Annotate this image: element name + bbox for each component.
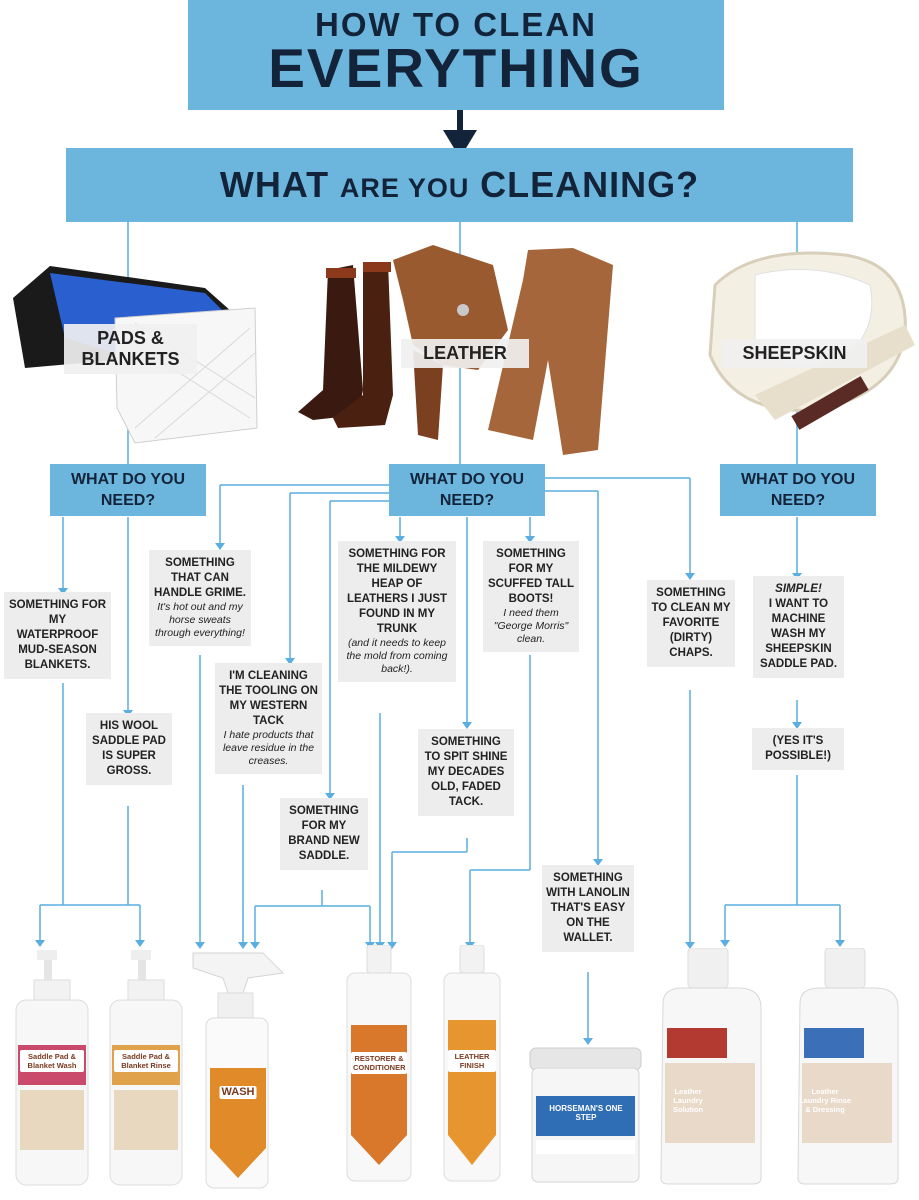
- option-handle-grime: SOMETHING THAT CAN HANDLE GRIME. It's ho…: [149, 550, 251, 646]
- title-line-1: HOW TO CLEAN: [315, 6, 597, 43]
- option-western-tooling: I'M CLEANING THE TOOLING ON MY WESTERN T…: [215, 663, 322, 774]
- title-banner: HOW TO CLEAN EVERYTHING: [188, 0, 724, 110]
- option-lanolin: SOMETHING WITH LANOLIN THAT'S EASY ON TH…: [542, 865, 634, 952]
- product-label-laundry-rinse: Leather Laundry Rinse & Dressing: [798, 1087, 852, 1114]
- product-label-saddle-pad-rinse: Saddle Pad & Blanket Rinse: [114, 1050, 178, 1072]
- product-leather-laundry-rinse: [797, 948, 899, 1185]
- product-label-laundry-solution: Leather Laundry Solution: [673, 1087, 703, 1114]
- category-sheepskin: SHEEPSKIN: [722, 339, 867, 368]
- option-brand-new-saddle: SOMETHING FOR MY BRAND NEW SADDLE.: [280, 798, 368, 870]
- need-banner-pads: WHAT DO YOU NEED?: [50, 464, 206, 516]
- category-pads-blankets: PADS & BLANKETS: [64, 324, 197, 374]
- title-line-2: EVERYTHING: [268, 37, 644, 99]
- need-banner-leather: WHAT DO YOU NEED?: [389, 464, 545, 516]
- option-dirty-chaps: SOMETHING TO CLEAN MY FAVORITE (DIRTY) C…: [647, 580, 735, 667]
- product-horsemans-one-step: [529, 1047, 642, 1183]
- product-leather-laundry-solution: [660, 948, 762, 1185]
- leather-tack-illustration: [298, 245, 613, 455]
- question-word-are-you: ARE YOU: [339, 173, 470, 203]
- product-label-restorer: RESTORER & CONDITIONER: [351, 1052, 407, 1074]
- product-label-saddle-pad-wash: Saddle Pad & Blanket Wash: [20, 1050, 84, 1072]
- product-restorer-conditioner: [346, 945, 412, 1182]
- question-banner: WHAT ARE YOU CLEANING?: [66, 148, 853, 222]
- option-machine-wash-sheepskin: SIMPLE! I WANT TO MACHINE WASH MY SHEEPS…: [753, 576, 844, 678]
- option-wool-saddle-pad: HIS WOOL SADDLE PAD IS SUPER GROSS.: [86, 713, 172, 785]
- option-mildewy-leathers: SOMETHING FOR THE MILDEWY HEAP OF LEATHE…: [338, 541, 456, 682]
- option-scuffed-boots: SOMETHING FOR MY SCUFFED TALL BOOTS! I n…: [483, 541, 579, 652]
- option-yes-possible: (YES IT'S POSSIBLE!): [752, 728, 844, 770]
- question-word-what: WHAT: [219, 164, 330, 205]
- product-label-leather-finish: LEATHER FINISH: [448, 1050, 496, 1072]
- product-label-one-step: HORSEMAN'S ONE STEP: [549, 1104, 623, 1122]
- category-leather: LEATHER: [401, 339, 529, 368]
- need-banner-sheepskin: WHAT DO YOU NEED?: [720, 464, 876, 516]
- product-label-wash: WASH: [219, 1086, 257, 1099]
- option-waterproof-blankets: SOMETHING FOR MY WATERPROOF MUD-SEASON B…: [4, 592, 111, 679]
- product-wash-spray: [192, 952, 285, 1189]
- option-spit-shine: SOMETHING TO SPIT SHINE MY DECADES OLD, …: [418, 729, 514, 816]
- question-word-cleaning: CLEANING?: [480, 164, 700, 205]
